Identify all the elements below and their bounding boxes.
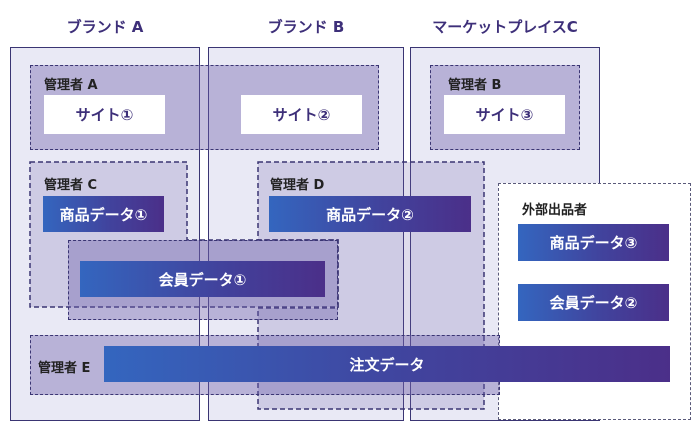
column-title-brand-a: ブランド A <box>66 18 144 36</box>
external-sellers-label: 外部出品者 <box>522 203 588 218</box>
admin-a-label: 管理者 A <box>44 78 98 93</box>
order-data-bar: 注文データ <box>104 346 670 382</box>
product-data-2-bar: 商品データ② <box>269 196 471 232</box>
member-data-2-bar: 会員データ② <box>518 284 669 321</box>
site-2-box: サイト② <box>241 95 362 134</box>
admin-b-label: 管理者 B <box>448 78 502 93</box>
site-3-box: サイト③ <box>444 95 565 134</box>
site-1-box: サイト① <box>44 95 165 134</box>
product-data-1-bar: 商品データ① <box>43 196 164 232</box>
admin-d-label: 管理者 D <box>270 178 325 193</box>
product-data-3-bar: 商品データ③ <box>518 224 669 261</box>
admin-e-label: 管理者 E <box>38 361 91 376</box>
admin-c-label: 管理者 C <box>44 178 98 193</box>
column-title-brand-b: ブランド B <box>267 18 345 36</box>
member-data-1-bar: 会員データ① <box>80 261 325 297</box>
column-title-marketplace-c: マーケットプレイスC <box>432 18 578 36</box>
